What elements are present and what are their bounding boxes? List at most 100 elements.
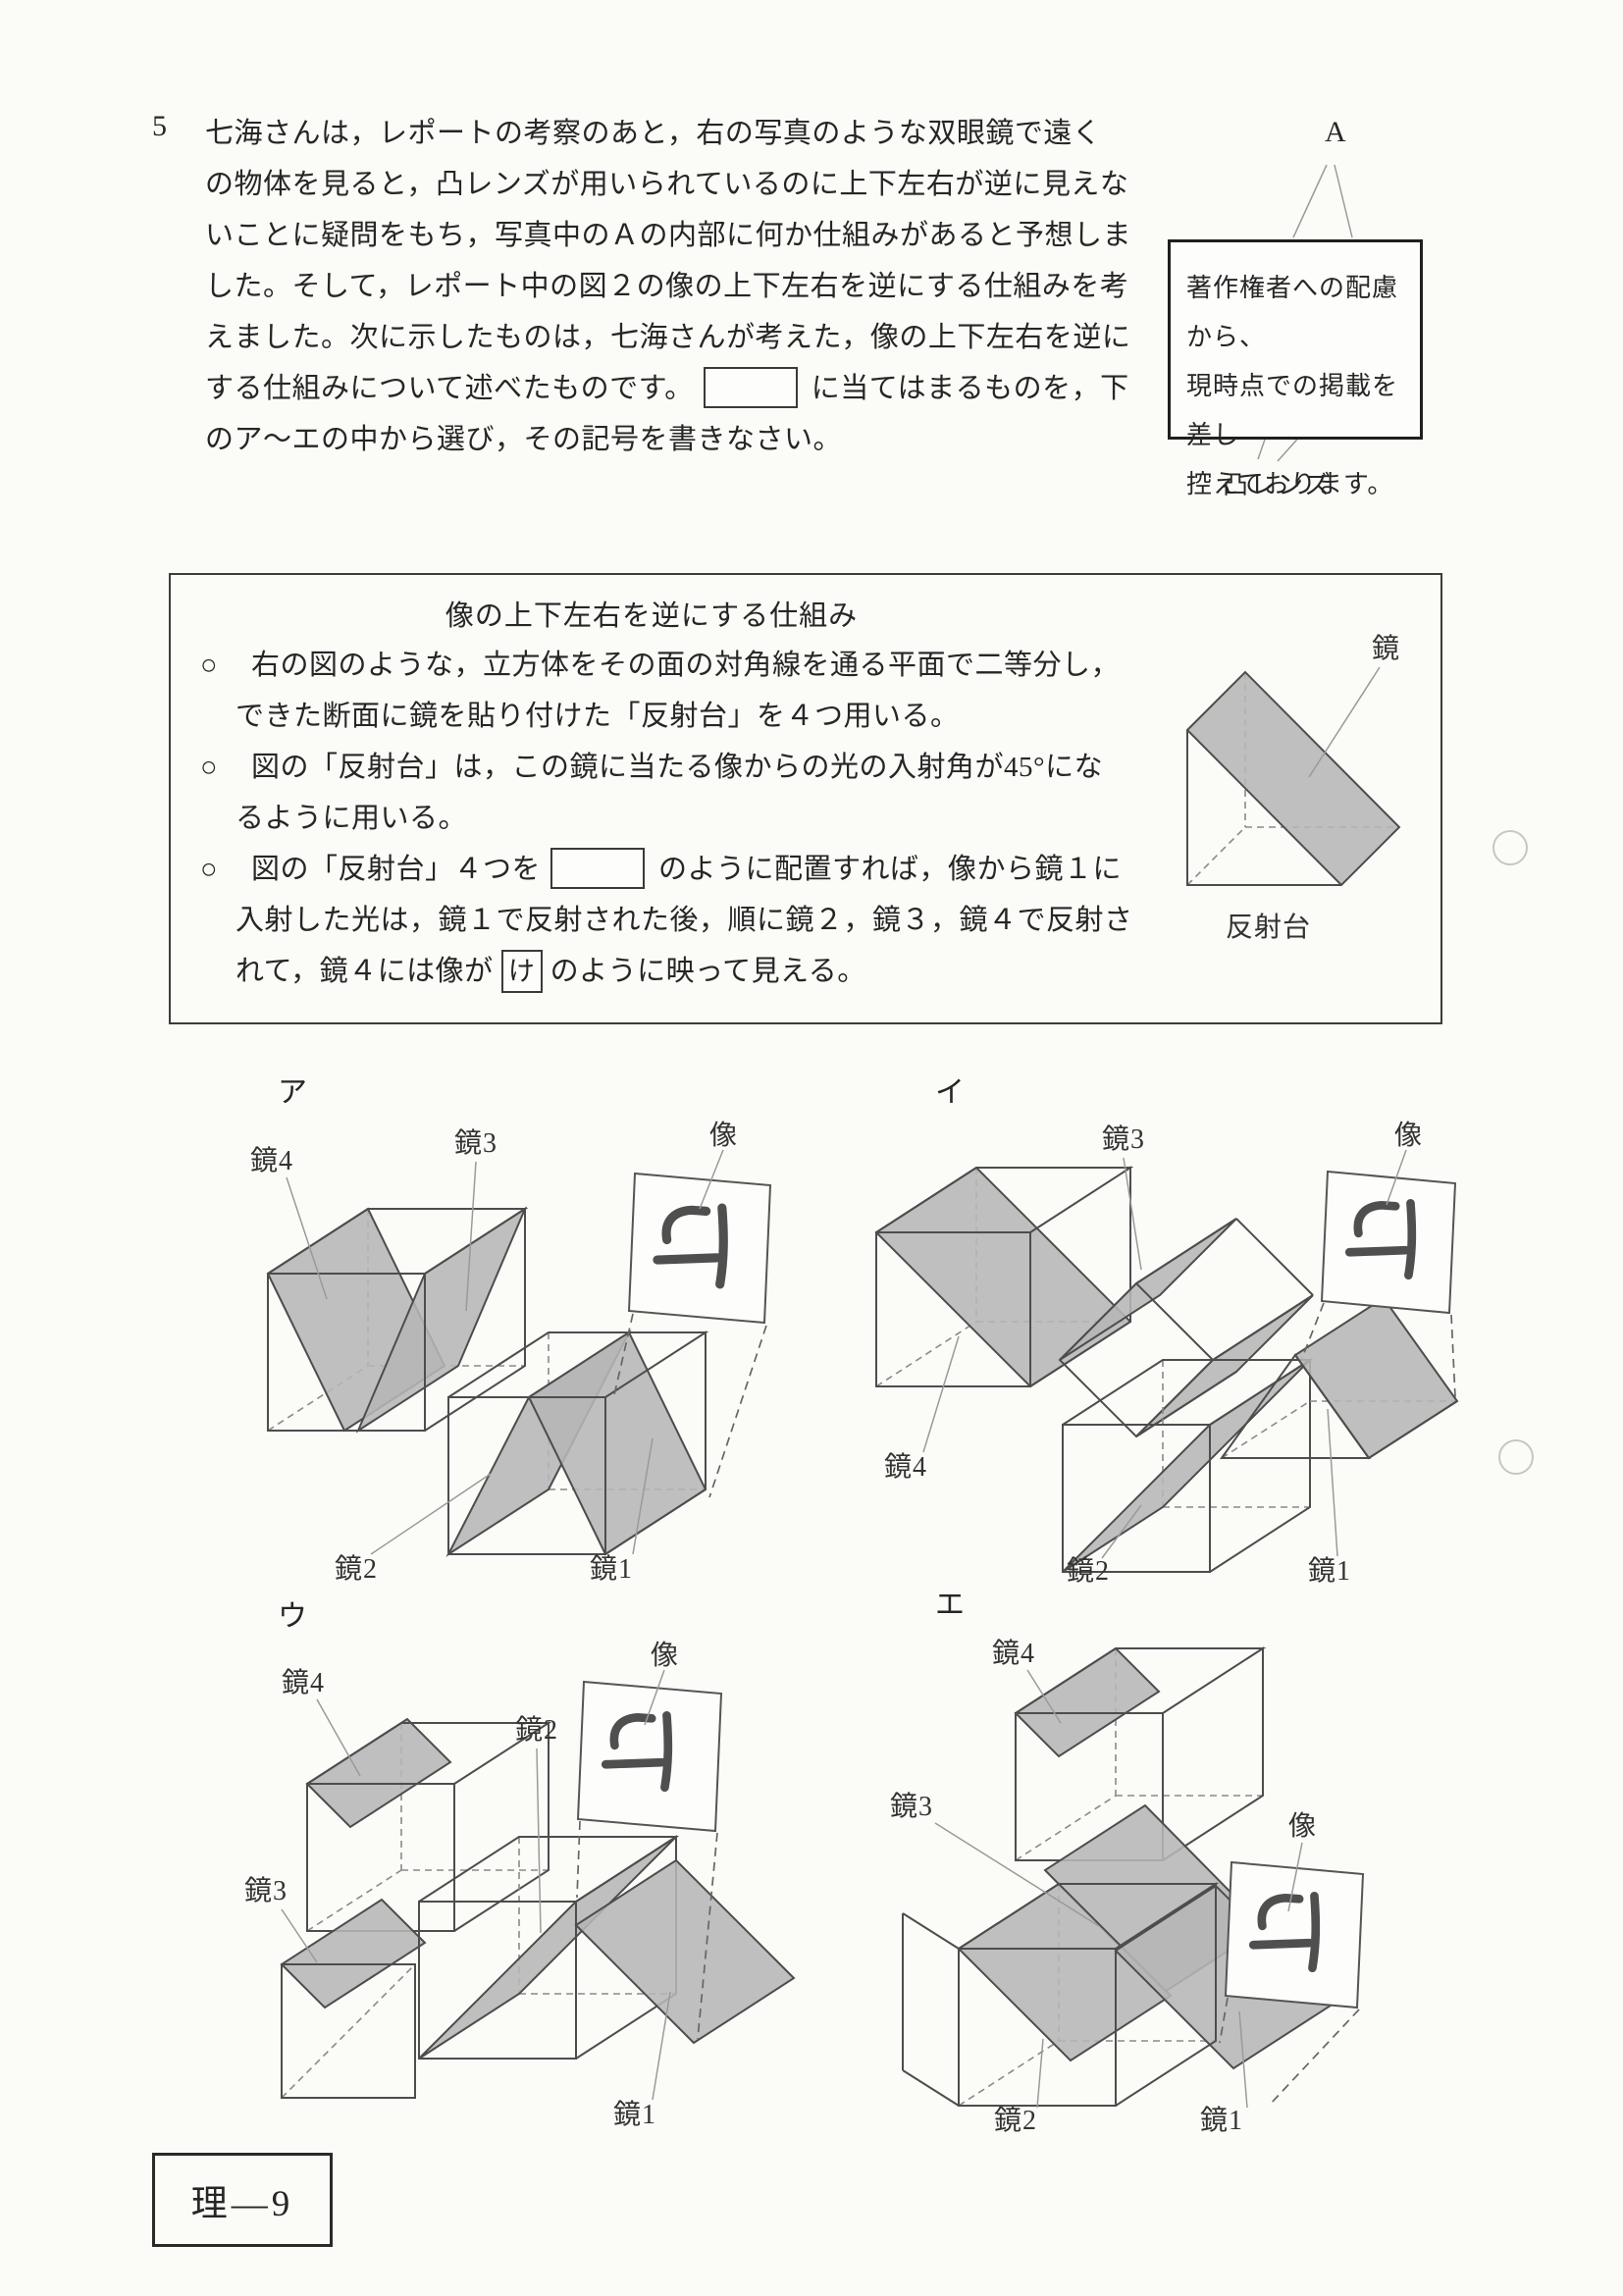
mirror-face [1185, 670, 1401, 887]
mirror3-label: 鏡3 [1102, 1123, 1145, 1155]
projection-dashes [1301, 1302, 1456, 1398]
mirror2-label: 鏡2 [515, 1714, 558, 1746]
projection-dashes [1219, 1997, 1360, 2107]
bullet-text: 図の「反射台」は，この鏡に当たる像からの光の入射角が45°にな [251, 752, 1104, 783]
mirror3-label: 鏡3 [454, 1127, 497, 1159]
mirror1-plane [574, 1858, 796, 2045]
mirror3-plane [280, 1898, 427, 2009]
bullet-marker: ○ [200, 854, 219, 885]
mirror4-plane [874, 1166, 1132, 1388]
mirror3-label: 鏡3 [244, 1875, 288, 1906]
mirror1-label: 鏡1 [1308, 1555, 1351, 1586]
prism-edge [1186, 730, 1341, 886]
mirror4-plane [1014, 1646, 1161, 1758]
option-u-diagram: 像 鏡4 鏡2 鏡3 鏡1 [244, 1640, 796, 2129]
mechanism-blank-box [550, 848, 646, 890]
option-i-letter: イ [935, 1076, 967, 1109]
image-leader-line [1287, 1842, 1303, 1912]
notice-line: 著作権者への配慮から、 [1186, 274, 1399, 351]
image-glyph-ke [653, 1203, 728, 1289]
label-leader-lines [281, 1698, 671, 2101]
mechanism-title: 像の上下左右を逆にする仕組み [445, 600, 859, 632]
image-panel [1224, 1860, 1365, 2009]
bullet-text: のように映って見える。 [550, 956, 866, 987]
bullet-line: できた断面に鏡を貼り付けた「反射台」を４つ用いる。 [236, 701, 960, 732]
bullet-line: 入射した光は，鏡１で反射された後，順に鏡２，鏡３，鏡４で反射さ [236, 905, 1133, 936]
option-e-block: エ 像 鏡4 鏡3 鏡2 鏡1 [849, 1580, 1467, 2137]
binoculars-part-a-label: A [1325, 116, 1346, 148]
reflector-stand-figure: 鏡 反射台 [1185, 633, 1401, 943]
bullet-marker: ○ [200, 752, 219, 783]
mirror-label: 鏡 [1372, 633, 1400, 664]
option-e-diagram: 像 鏡4 鏡3 鏡2 鏡1 [890, 1638, 1365, 2136]
mirror2-label: 鏡2 [1067, 1555, 1110, 1586]
image-panel [627, 1172, 772, 1325]
option-u-letter: ウ [278, 1600, 309, 1633]
question-line-text: する仕組みについて述べたものです。 [205, 373, 694, 404]
mirror1-label: 鏡1 [590, 1553, 633, 1585]
mirror4-label: 鏡4 [884, 1451, 927, 1483]
notice-line: 控えております。 [1186, 470, 1394, 498]
image-label: 像 [651, 1640, 679, 1671]
bullet-text: 右の図のような，立方体をその面の対角線を通る平面で二等分し， [251, 650, 1121, 681]
mirror2-label: 鏡2 [994, 2105, 1037, 2136]
bullet-line-with-glyph: れて，鏡４には像がけのように映って見える。 [200, 946, 1142, 997]
question-line: いことに疑問をもち，写真中のＡの内部に何か仕組みがあると予想しま [205, 220, 1132, 251]
convex-lens-caption: 凸レンズ [1223, 471, 1333, 499]
binding-mark-circle [1492, 830, 1528, 865]
option-i-block: イ 像 鏡3 鏡4 鏡2 [849, 1068, 1467, 1586]
ke-glyph-box: け [500, 950, 543, 994]
question-line: 七海さんは，レポートの考察のあと，右の写真のような双眼鏡で遠く [205, 118, 1102, 149]
notice-line: 現時点での掲載を差し [1186, 372, 1399, 449]
binding-mark-circle [1498, 1439, 1534, 1475]
image-label: 像 [1288, 1810, 1317, 1842]
bullet-line: ○ 右の図のような，立方体をその面の対角線を通る平面で二等分し， [200, 640, 1142, 691]
bullet-text: のように配置すれば，像から鏡１に [658, 854, 1123, 885]
mirror1-plane [1293, 1296, 1459, 1460]
question-line: した。そして，レポート中の図２の像の上下左右を逆にする仕組みを考 [205, 271, 1129, 302]
mirror4-label: 鏡4 [282, 1667, 325, 1698]
bullet-line-with-blank: ○ 図の「反射台」４つを のように配置すれば，像から鏡１に [200, 844, 1142, 895]
image-glyph-ke [601, 1710, 673, 1793]
label-leader-lines [934, 1669, 1248, 2109]
mirror4-label: 鏡4 [992, 1638, 1035, 1669]
mirror4-label: 鏡4 [250, 1145, 293, 1176]
option-e-letter: エ [935, 1589, 967, 1621]
projection-dashes [612, 1313, 767, 1498]
image-leader-line [1386, 1149, 1407, 1206]
image-panel [1320, 1170, 1457, 1315]
bullet-text: 図の「反射台」４つを [251, 854, 542, 885]
mirror1-label: 鏡1 [1200, 2105, 1243, 2136]
question-line-text: に当てはまるものを，下 [811, 373, 1129, 404]
bullet-marker: ○ [200, 650, 219, 681]
mirror-leader-line [1308, 666, 1381, 778]
page-number-box: 理—9 [152, 2153, 333, 2247]
mirror1-label: 鏡1 [613, 2099, 656, 2129]
mechanism-bullets: ○ 右の図のような，立方体をその面の対角線を通る平面で二等分し， できた断面に鏡を… [200, 640, 1142, 997]
question-paragraph: 5 七海さんは，レポートの考察のあと，右の写真のような双眼鏡で遠く の物体を見る… [150, 108, 1132, 465]
projection-dashes [576, 1820, 718, 2040]
bullet-line: るように用いる。 [236, 803, 468, 834]
option-u-block: ウ 像 鏡4 鏡2 鏡3 鏡1 [191, 1592, 810, 2129]
question-line: えました。次に示したものは，七海さんが考えた，像の上下左右を逆に [205, 322, 1131, 353]
bullet-line: ○ 図の「反射台」は，この鏡に当たる像からの光の入射角が45°にな [200, 742, 1142, 793]
image-panel [576, 1680, 723, 1833]
image-leader-line [699, 1149, 724, 1210]
option-a-block: ア 像 鏡4 鏡3 鏡2 鏡1 [191, 1068, 810, 1586]
image-leader-line [644, 1669, 665, 1726]
image-glyph-ke [1248, 1891, 1321, 1973]
question-number: 5 [152, 110, 168, 142]
mirror4-plane [305, 1717, 452, 1829]
option-a-letter: ア [278, 1076, 309, 1109]
label-leader-lines [286, 1161, 654, 1555]
page-number-label: 理—9 [190, 2184, 294, 2224]
label-leader-lines [922, 1157, 1338, 1559]
hidden-edge [1186, 826, 1246, 886]
mirror3-label: 鏡3 [890, 1791, 933, 1822]
question-line: のア～エの中から選び，その記号を書きなさい。 [205, 424, 843, 455]
bullet-text: れて，鏡４には像が [236, 956, 494, 987]
image-label: 像 [1394, 1120, 1423, 1151]
option-i-diagram: 像 鏡3 鏡4 鏡2 鏡1 [874, 1120, 1459, 1586]
question-line: の物体を見ると，凸レンズが用いられているのに上下左右が逆に見えな [205, 169, 1129, 200]
